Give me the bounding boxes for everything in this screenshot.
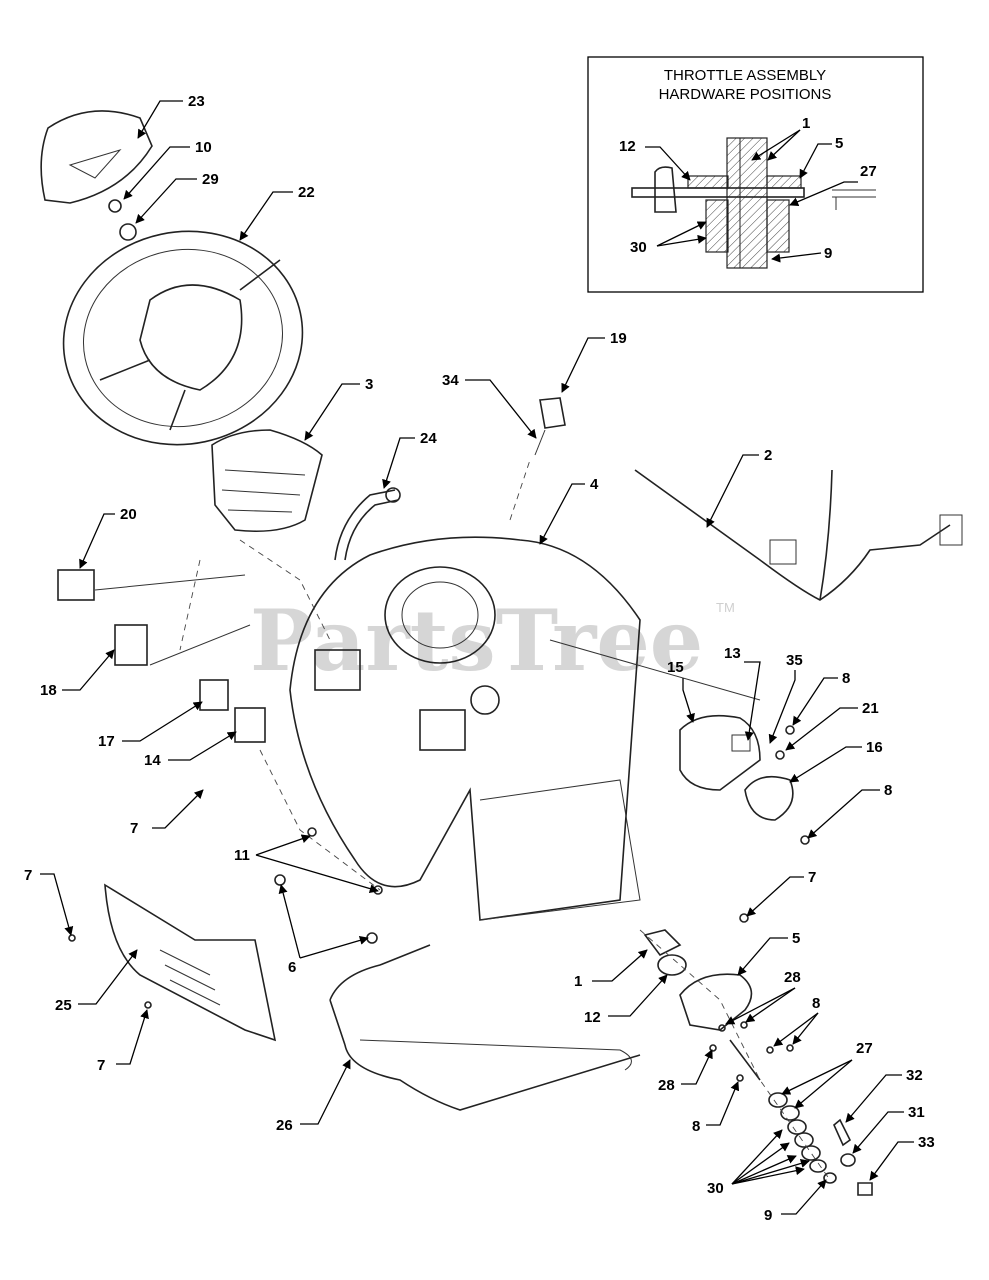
callout-7b: 7 [808,869,816,886]
inset-washer-5 [766,175,802,189]
callout-26: 26 [276,1117,293,1134]
part-13 [731,734,751,752]
inset-washer-12 [687,175,729,189]
inset-callout-9: 9 [824,245,832,262]
callout-15: 15 [667,659,684,676]
part-plate-15 [679,714,761,791]
watermark-tm: TM [716,600,735,615]
inset-bracket [654,166,677,213]
callout-11: 11 [234,847,250,864]
part-dash-panel [289,536,641,921]
callout-12: 12 [584,1009,601,1026]
part-16 [744,775,794,821]
callout-25: 25 [55,997,72,1014]
inset-spacer-left [705,199,729,253]
callout-7c: 7 [24,867,32,884]
part-nut-9 [823,1172,837,1184]
callout-31: 31 [908,1104,925,1121]
callout-18: 18 [40,682,57,699]
part-washer-27a [768,1092,788,1108]
callout-27: 27 [856,1040,873,1057]
part-column-boot [211,429,323,533]
callout-6: 6 [288,959,296,976]
callout-8b: 8 [884,782,892,799]
part-31 [840,1153,856,1167]
watermark: PartsTree TM [250,591,735,690]
callout-8a: 8 [842,670,850,687]
part-switch-opening-left [314,649,361,691]
callout-23: 23 [188,93,205,110]
callout-3: 3 [365,376,373,393]
part-switch-18 [114,624,148,666]
part-frame-26 [329,944,641,1111]
callout-28b: 28 [658,1077,675,1094]
callout-5: 5 [792,930,800,947]
inset-callout-30: 30 [630,239,647,256]
callout-33: 33 [918,1134,935,1151]
inset-callout-12: 12 [619,138,636,155]
part-washer-12 [657,954,687,976]
callout-22: 22 [298,184,315,201]
part-32 [833,1118,852,1147]
callout-13: 13 [724,645,741,662]
callout-35: 35 [786,652,803,669]
callout-17: 17 [98,733,115,750]
part-33 [857,1182,873,1196]
callout-29: 29 [202,171,219,188]
callout-20: 20 [120,506,137,523]
part-nut-10 [108,199,122,213]
callout-7a: 7 [130,820,138,837]
callout-7d: 7 [97,1057,105,1074]
part-plate-5 [679,973,753,1031]
part-steering-wheel [62,230,304,446]
callout-34: 34 [442,372,459,389]
part-wheel-hub [139,284,243,391]
callout-14: 14 [144,752,161,769]
callout-32: 32 [906,1067,923,1084]
callout-9: 9 [764,1207,772,1224]
part-switch-17 [199,679,229,711]
throttle-inset: THROTTLE ASSEMBLY HARDWARE POSITIONS 1 5… [587,56,924,293]
inset-title-line1: THROTTLE ASSEMBLY [664,67,826,84]
inset-callout-5: 5 [835,135,843,152]
part-harness [634,469,951,601]
callouts: 23 10 29 22 3 19 34 24 2 4 20 18 15 13 3… [24,93,935,1224]
inset-shaft [726,137,768,269]
callout-2: 2 [764,447,772,464]
callout-21: 21 [862,700,879,717]
callout-4: 4 [590,476,599,493]
part-key-19 [539,397,566,429]
part-lever-24 [334,489,396,561]
callout-1: 1 [574,973,582,990]
inset-spacer-right [766,199,790,253]
inset-callout-1: 1 [802,115,810,132]
callout-19: 19 [610,330,627,347]
part-bracket-1 [643,929,682,957]
callout-8d: 8 [692,1118,700,1135]
part-hub-cap [40,110,153,204]
part-switch-14 [234,707,266,743]
inset-callout-27: 27 [860,163,877,180]
callout-16: 16 [866,739,883,756]
part-switch-opening-right [419,709,466,751]
callout-24: 24 [420,430,437,447]
callout-30: 30 [707,1180,724,1197]
part-plate-25 [104,883,277,1042]
callout-28a: 28 [784,969,801,986]
part-washer-29 [119,223,137,241]
part-gauge-opening [384,566,496,664]
callout-8c: 8 [812,995,820,1012]
part-switch-20 [57,569,95,601]
callout-10: 10 [195,139,212,156]
inset-title-line2: HARDWARE POSITIONS [659,86,832,103]
